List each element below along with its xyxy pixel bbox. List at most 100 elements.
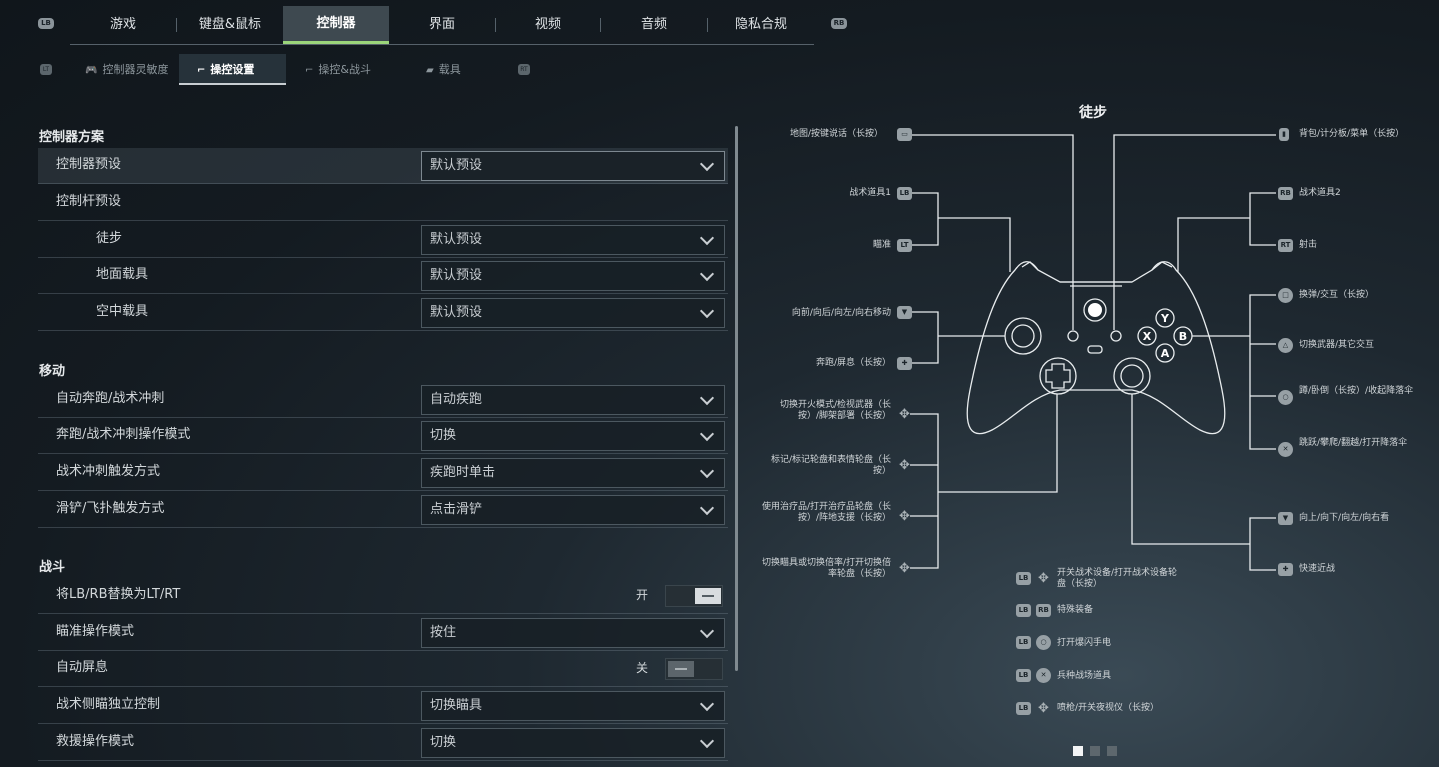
left-stick-icon: ▼ <box>897 306 912 319</box>
left-stick-graphic <box>1004 317 1042 355</box>
page-dot-1[interactable] <box>1073 746 1083 756</box>
controller-diagram: 徒步 <box>760 90 1439 767</box>
air-vehicle-dropdown[interactable]: 默认预设 <box>421 298 725 328</box>
lb-modifier-icon: LB <box>1016 702 1031 715</box>
swap-bumpers-toggle[interactable] <box>665 585 723 607</box>
face-button-b: B <box>1179 330 1187 343</box>
face-button-x: X <box>1143 330 1152 343</box>
chevron-down-icon <box>699 696 715 712</box>
setting-auto-sprint[interactable]: 自动奔跑/战术冲刺 自动疾跑 <box>38 382 728 418</box>
setting-slide-trigger[interactable]: 滑铲/飞扑触发方式 点击滑铲 <box>38 492 728 528</box>
section-scheme: 控制器方案 <box>39 130 105 145</box>
slide-trigger-dropdown[interactable]: 点击滑铲 <box>421 495 725 525</box>
setting-sprint-mode[interactable]: 奔跑/战术冲刺操作模式 切换 <box>38 418 728 454</box>
binding-scope: 切换瞄具或切换倍率/打开切换倍率轮盘（长按） <box>761 558 891 579</box>
dpad-left-icon: ✥ <box>899 509 910 524</box>
binding-move: 向前/向后/向左/向右移动 <box>791 308 891 318</box>
lb-bumper-icon[interactable]: LB <box>38 18 54 29</box>
gun-icon: ⌐ <box>305 65 314 76</box>
binding-swap-weapon: 切换武器/其它交互 <box>1299 340 1375 350</box>
tab-audio[interactable]: 音频 <box>640 17 667 32</box>
tab-divider <box>495 18 496 32</box>
tab-divider <box>176 18 177 32</box>
x-button-icon: ✕ <box>1036 668 1051 683</box>
setting-on-foot[interactable]: 徒步 默认预设 <box>38 222 728 258</box>
tab-controller[interactable]: 控制器 <box>283 6 389 44</box>
chevron-down-icon <box>699 230 715 246</box>
toggle-knob <box>695 588 721 604</box>
b-button-icon: ○ <box>1036 635 1051 650</box>
dpad-right-icon: ✥ <box>899 458 910 473</box>
section-combat: 战斗 <box>39 560 66 575</box>
setting-swap-bumpers[interactable]: 将LB/RB替换为LT/RT 开 <box>38 578 728 614</box>
controller-wires: Y B X A <box>910 134 1276 571</box>
combo-special-equipment: 特殊装备 <box>1057 605 1094 615</box>
rb-bumper-icon[interactable]: RB <box>831 18 847 29</box>
rt-trigger-icon[interactable]: RT <box>518 64 530 75</box>
subtab-sensitivity[interactable]: 🎮控制器灵敏度 <box>85 63 169 76</box>
tab-interface[interactable]: 界面 <box>428 17 455 32</box>
rb-icon: RB <box>1036 604 1051 617</box>
tab-divider <box>707 18 708 32</box>
setting-aim-mode[interactable]: 瞄准操作模式 按住 <box>38 615 728 651</box>
auto-sprint-dropdown[interactable]: 自动疾跑 <box>421 385 725 415</box>
toggle-knob <box>668 661 694 677</box>
diagram-title: 徒步 <box>1079 105 1107 121</box>
binding-reload: 换弹/交互（长按） <box>1299 290 1375 300</box>
binding-mark: 标记/标记轮盘和表情轮盘（长按） <box>770 455 891 476</box>
page-dot-2[interactable] <box>1090 746 1100 756</box>
setting-tac-sprint-trigger[interactable]: 战术冲刺触发方式 疾跑时单击 <box>38 455 728 491</box>
right-stick-icon: ▼ <box>1278 512 1293 525</box>
tab-keyboard-mouse[interactable]: 键盘&鼠标 <box>198 17 262 32</box>
setting-air-vehicle[interactable]: 空中载具 默认预设 <box>38 295 728 331</box>
sprint-mode-dropdown[interactable]: 切换 <box>421 421 725 451</box>
tab-video[interactable]: 视频 <box>534 17 561 32</box>
lt-trigger-icon[interactable]: LT <box>40 64 52 75</box>
rt-icon: RT <box>1278 239 1293 252</box>
tac-sprint-dropdown[interactable]: 疾跑时单击 <box>421 458 725 488</box>
setting-revive-mode[interactable]: 救援操作模式 切换 <box>38 725 728 761</box>
tab-privacy[interactable]: 隐私合规 <box>734 17 787 32</box>
controller-preset-dropdown[interactable]: 默认预设 <box>421 151 725 181</box>
binding-map: 地图/按键说话（长按） <box>789 129 883 139</box>
left-stick-press-icon: ✚ <box>897 357 912 370</box>
chevron-down-icon <box>699 623 715 639</box>
dpad-icon: ✥ <box>1038 701 1049 716</box>
gun-icon: ⌐ <box>197 65 206 76</box>
lt-icon: LT <box>897 239 912 252</box>
settings-scrollbar[interactable] <box>735 126 738 671</box>
b-button-icon: ○ <box>1278 390 1293 405</box>
subtab-controls[interactable]: ⌐操控设置 <box>179 54 286 85</box>
y-button-icon: △ <box>1278 338 1293 353</box>
vehicle-icon: ▰ <box>426 65 434 76</box>
aim-mode-dropdown[interactable]: 按住 <box>421 618 725 648</box>
subtab-vehicle[interactable]: ▰载具 <box>426 63 461 76</box>
setting-ground-vehicle[interactable]: 地面载具 默认预设 <box>38 258 728 294</box>
chevron-down-icon <box>699 463 715 479</box>
revive-mode-dropdown[interactable]: 切换 <box>421 728 725 758</box>
face-button-a: A <box>1161 347 1170 360</box>
setting-auto-hold-breath[interactable]: 自动屏息 关 <box>38 651 728 687</box>
dpad-graphic <box>1039 357 1077 395</box>
setting-stick-preset: 控制杆预设 <box>38 185 728 221</box>
subtab-controls-combat[interactable]: ⌐操控&战斗 <box>305 63 371 76</box>
ground-vehicle-dropdown[interactable]: 默认预设 <box>421 261 725 291</box>
binding-crouch: 蹲/卧倒（长按）/收起降落伞 <box>1299 386 1414 396</box>
dpad-icon: ✥ <box>1038 571 1049 586</box>
x-button-icon: □ <box>1278 288 1293 303</box>
binding-look: 向上/向下/向左/向右看 <box>1299 513 1390 523</box>
menu-button-icon: ▮ <box>1279 128 1289 141</box>
combo-class-item: 兵种战场道具 <box>1057 671 1112 681</box>
on-foot-dropdown[interactable]: 默认预设 <box>421 225 725 255</box>
auto-hold-breath-toggle[interactable] <box>665 658 723 680</box>
a-button-icon: ✕ <box>1278 442 1293 457</box>
setting-tac-sight[interactable]: 战术侧瞄独立控制 切换瞄具 <box>38 688 728 724</box>
lb-modifier-icon: LB <box>1016 572 1031 585</box>
tab-game[interactable]: 游戏 <box>109 17 136 32</box>
binding-tactical2: 战术道具2 <box>1299 188 1341 198</box>
page-dot-3[interactable] <box>1107 746 1117 756</box>
setting-controller-preset[interactable]: 控制器预设 默认预设 <box>38 148 728 184</box>
binding-tactical1: 战术道具1 <box>849 188 891 198</box>
tac-sight-dropdown[interactable]: 切换瞄具 <box>421 691 725 721</box>
binding-fire-mode: 切换开火模式/检视武器（长按）/脚架部署（长按） <box>779 400 891 421</box>
